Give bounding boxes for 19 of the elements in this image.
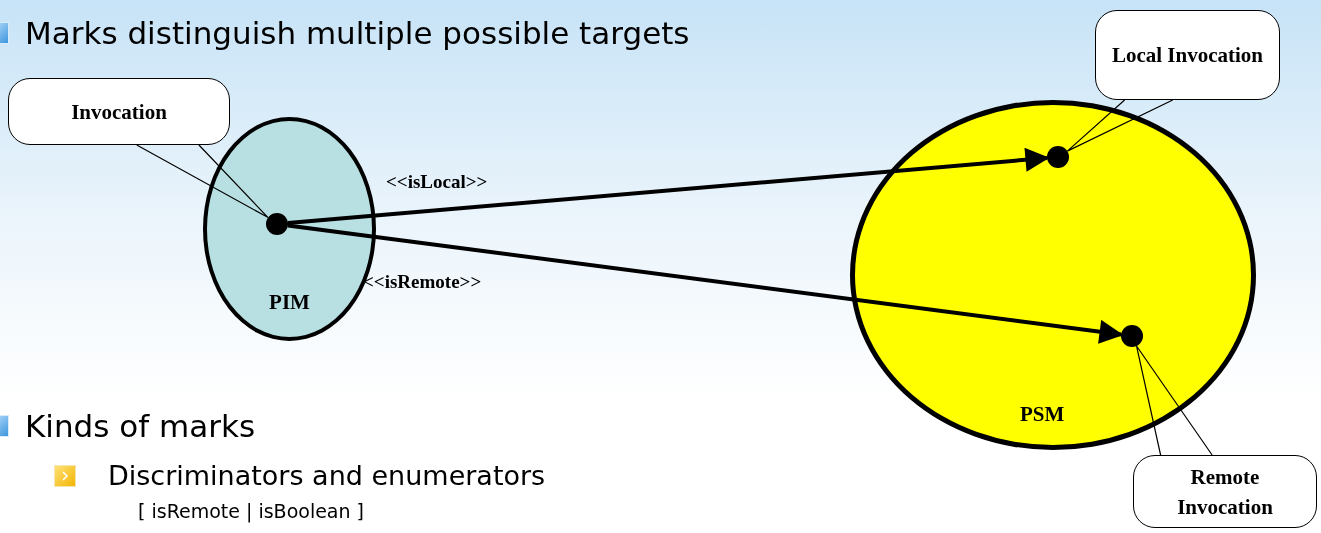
- leader-line: [1135, 345, 1213, 456]
- node-label: PIM: [269, 289, 310, 316]
- node-label: Local Invocation: [1111, 42, 1264, 69]
- node-label: Invocation: [71, 98, 167, 126]
- callout-box: [8, 78, 230, 145]
- callout-box: [1133, 455, 1317, 528]
- callout-box: [1095, 10, 1280, 100]
- bullet-text: Marks distinguish multiple possible targets: [25, 14, 690, 53]
- bullet-text: [ isRemote | isBoolean ]: [138, 500, 364, 524]
- leader-line: [136, 144, 269, 219]
- arrow: [287, 147, 1050, 226]
- leader-line: [1066, 99, 1174, 152]
- bullet-text: Discriminators and enumerators: [108, 459, 546, 493]
- bullet-text: Kinds of marks: [25, 407, 256, 446]
- arrow: [287, 223, 1124, 344]
- node-label: PSM: [1020, 401, 1065, 428]
- edge-label: <<isLocal>>: [386, 170, 488, 194]
- node-label: Remote Invocation: [1176, 463, 1274, 521]
- edge-label: <<isRemote>>: [363, 270, 482, 294]
